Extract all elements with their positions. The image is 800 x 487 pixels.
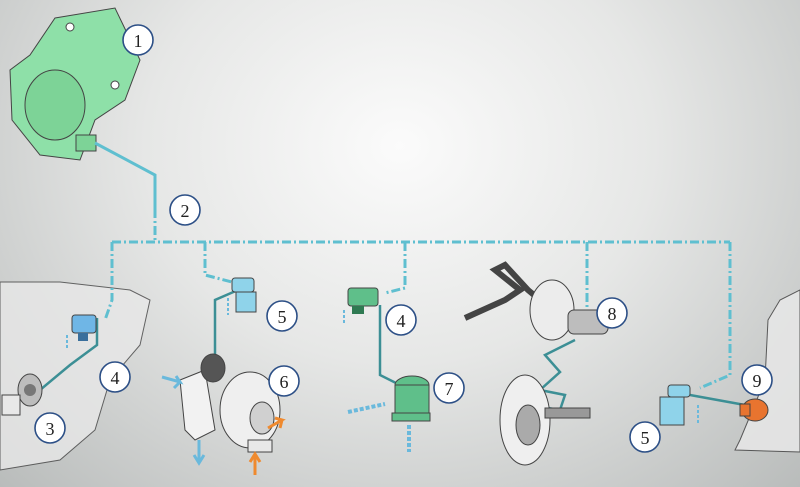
callout-3: 3 bbox=[34, 412, 66, 444]
svg-text:1: 1 bbox=[134, 31, 143, 51]
brake-disc bbox=[499, 374, 591, 466]
bypass-valve bbox=[347, 375, 431, 452]
air-outlet-arrow bbox=[192, 440, 206, 466]
air-inlet-arrow bbox=[347, 402, 386, 414]
exhaust-inlet-arrow bbox=[248, 451, 262, 475]
svg-text:4: 4 bbox=[397, 311, 406, 331]
svg-text:5: 5 bbox=[278, 307, 287, 327]
pressure-converter-right bbox=[659, 384, 699, 426]
pressure-converter-turbo bbox=[227, 277, 257, 315]
solenoid-valve-left bbox=[66, 314, 97, 348]
svg-text:4: 4 bbox=[111, 368, 120, 388]
egr-valve bbox=[1, 373, 43, 416]
svg-text:2: 2 bbox=[181, 201, 190, 221]
svg-text:5: 5 bbox=[641, 428, 650, 448]
vacuum-pump bbox=[9, 7, 141, 161]
svg-text:6: 6 bbox=[280, 372, 289, 392]
actuator-right bbox=[739, 398, 769, 422]
air-inlet-arrow bbox=[161, 375, 184, 390]
callout-5-turbo: 5 bbox=[266, 300, 298, 332]
exhaust-outlet-arrow bbox=[267, 416, 286, 430]
svg-text:8: 8 bbox=[608, 304, 617, 324]
callout-5-right: 5 bbox=[629, 421, 661, 453]
turbocharger bbox=[161, 353, 286, 475]
callout-9: 9 bbox=[741, 364, 773, 396]
svg-text:3: 3 bbox=[46, 419, 55, 439]
svg-text:7: 7 bbox=[445, 379, 454, 399]
callout-1: 1 bbox=[122, 24, 154, 56]
svg-text:9: 9 bbox=[753, 371, 762, 391]
callout-4-middle: 4 bbox=[385, 304, 417, 336]
callout-2: 2 bbox=[169, 194, 201, 226]
solenoid-valve-middle bbox=[343, 287, 379, 325]
vacuum-hose-network bbox=[39, 141, 746, 412]
callout-7: 7 bbox=[433, 372, 465, 404]
callout-4-left: 4 bbox=[99, 361, 131, 393]
callout-8: 8 bbox=[596, 297, 628, 329]
callout-6: 6 bbox=[268, 365, 300, 397]
